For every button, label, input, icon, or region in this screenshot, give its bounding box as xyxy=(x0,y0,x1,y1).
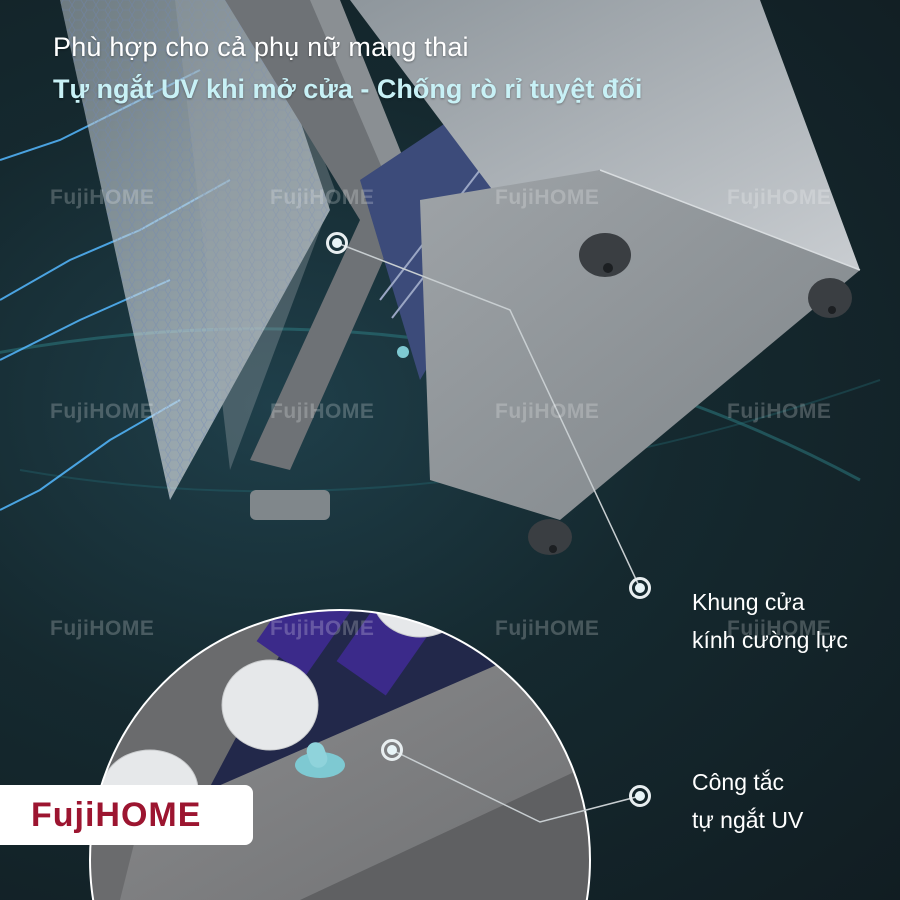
watermark: FujiHOME xyxy=(50,617,155,640)
watermark: FujiHOME xyxy=(495,186,600,209)
callout-line2: kính cường lực xyxy=(692,627,848,653)
callout-tempered-glass-frame: Khung cửa kính cường lực xyxy=(692,583,848,659)
brand-logo-text: FujiHOME xyxy=(31,795,202,834)
callout-line1: Khung cửa xyxy=(692,589,805,615)
watermark: FujiHOME xyxy=(495,400,600,423)
watermark: FujiHOME xyxy=(270,400,375,423)
watermark: FujiHOME xyxy=(50,400,155,423)
target-dot-icon xyxy=(326,232,348,254)
watermark: FujiHOME xyxy=(727,186,832,209)
target-dot-icon xyxy=(629,577,651,599)
callout-uv-auto-off-switch: Công tắc tự ngắt UV xyxy=(692,763,803,839)
watermark: FujiHOME xyxy=(270,186,375,209)
watermark: FujiHOME xyxy=(727,400,832,423)
target-dot-icon xyxy=(381,739,403,761)
target-dot-icon xyxy=(629,785,651,807)
watermark: FujiHOME xyxy=(495,617,600,640)
subheadline: Tự ngắt UV khi mở cửa - Chống rò rỉ tuyệ… xyxy=(53,74,643,104)
brand-logo: FujiHOME xyxy=(0,785,253,845)
callout-line2: tự ngắt UV xyxy=(692,807,804,833)
watermark: FujiHOME xyxy=(727,617,832,640)
callout-line1: Công tắc xyxy=(692,769,785,795)
watermark: FujiHOME xyxy=(270,617,375,640)
watermark: FujiHOME xyxy=(50,186,155,209)
headline: Phù hợp cho cả phụ nữ mang thai xyxy=(53,32,469,62)
